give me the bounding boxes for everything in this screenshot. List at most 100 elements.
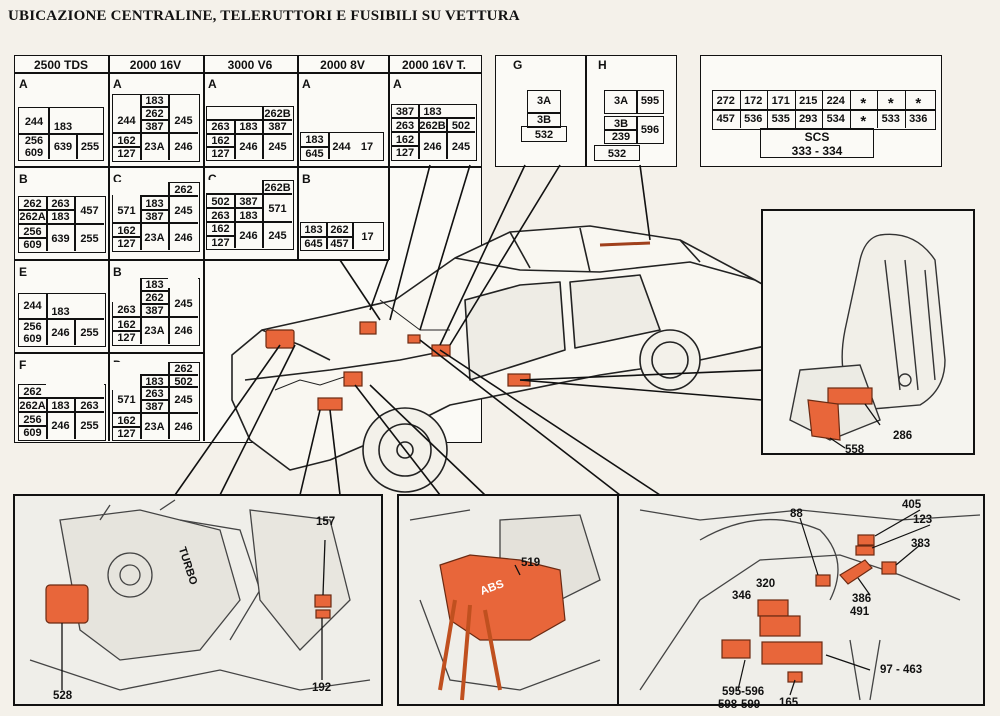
fuse-code: 262B (264, 108, 291, 120)
fuse-code: 262 (330, 224, 349, 236)
fuse-code: 387 (239, 196, 258, 208)
col-header-2000-16v-turbo: 2000 16V T. (401, 58, 467, 72)
callout-386: 386 (852, 593, 872, 605)
section-label-a: A (19, 77, 28, 91)
relay-405 (855, 545, 875, 556)
fuse-code: 162 (117, 415, 136, 427)
fuse-code: 262 (145, 292, 164, 304)
fuse-code: 244 (332, 141, 351, 153)
fuse-code: 502 (211, 196, 230, 208)
fuse-code: 245 (174, 298, 193, 310)
fuse-code: 246 (174, 325, 193, 337)
fuse-code: 183 (305, 134, 324, 146)
fuse-code: 256 (23, 414, 42, 426)
fuse-code: 502 (174, 376, 193, 388)
fuse-code: 262B (419, 120, 446, 132)
callout-123: 123 (913, 514, 933, 526)
section-label-a: A (208, 77, 217, 91)
fuse-code: 183 (51, 400, 70, 412)
fuse-box-code: 457 (716, 113, 735, 125)
fuse-code: 162 (395, 134, 415, 146)
relay-box (636, 116, 664, 144)
scs-box (760, 128, 874, 158)
col-header-2000-8v: 2000 8V (320, 58, 365, 72)
fuse-code: 245 (174, 115, 193, 127)
fuse-code: 609 (24, 147, 44, 159)
fuse-code: 246 (239, 141, 258, 153)
col-header-2500tds: 2500 TDS (33, 58, 89, 72)
fuse-code: 246 (51, 420, 70, 432)
car-component-box (317, 397, 343, 411)
car-component-box (359, 321, 377, 335)
fuse-code: 263 (211, 121, 230, 133)
fuse-code: 183 (53, 121, 73, 133)
fuse-code: 127 (117, 148, 136, 160)
fuse-code: 183 (304, 224, 323, 236)
relay-code: 3A (536, 95, 552, 107)
fuse-code: 183 (145, 95, 164, 107)
relay-box (604, 129, 638, 144)
fuse-code: 127 (117, 238, 136, 250)
fuse-code: 457 (330, 238, 349, 250)
scs-label: SCS (804, 130, 830, 144)
fuse-code: 245 (174, 205, 193, 217)
fuse-code: 263 (211, 210, 230, 222)
fuse-code: 244 (23, 300, 42, 312)
fuse-code: 263 (117, 304, 136, 316)
fuse-box-code: 535 (771, 113, 790, 125)
fuse-box-code: 533 (881, 113, 900, 125)
relay-code: 532 (534, 129, 554, 141)
fuse-code: 246 (239, 230, 258, 242)
fuse-code: 246 (174, 232, 193, 244)
module-97-463 (761, 641, 823, 665)
fuse-code: 23A (144, 141, 165, 153)
col-header-3000-v6: 3000 V6 (227, 58, 273, 72)
fuse-code: 387 (145, 121, 164, 133)
fuse-layout-box (391, 104, 477, 161)
fuse-code: 127 (211, 237, 230, 249)
fuse-box-code: * (915, 95, 922, 112)
fuse-code: 609 (23, 427, 42, 439)
fuse-layout-box (18, 196, 106, 253)
section-label-b: B (302, 172, 311, 186)
fuse-code: 162 (117, 319, 136, 331)
fuse-code: 183 (51, 211, 70, 223)
fuse-code: 245 (268, 141, 287, 153)
relay-88 (815, 574, 831, 587)
relay-code: 3A (613, 95, 629, 107)
relay-box (604, 90, 638, 114)
fuse-code: 262B (264, 182, 291, 194)
fuse-box-code: 215 (799, 95, 818, 107)
fuse-code: 183 (145, 376, 164, 388)
relay-code: 239 (611, 131, 631, 143)
relay-box (527, 112, 561, 128)
fuse-code: 263 (51, 198, 70, 210)
fuse-code: 183 (239, 121, 258, 133)
fuse-code: 645 (304, 238, 323, 250)
seat-module-558 (807, 399, 841, 441)
relay-code: 596 (640, 124, 660, 136)
relay-code: 595 (640, 95, 660, 107)
page-title: UBICAZIONE CENTRALINE, TELERUTTORI E FUS… (8, 8, 520, 24)
module-320 (757, 599, 789, 617)
fuse-layout-box (112, 278, 200, 346)
callout-192: 192 (312, 682, 332, 694)
fuse-box-code: * (887, 95, 894, 112)
section-label-c: C (208, 172, 217, 186)
col-header-2000-16v: 2000 16V (129, 58, 182, 72)
relay-405 (857, 534, 875, 546)
relay-386 (839, 559, 873, 585)
section-label-a: A (302, 77, 311, 91)
abs-unit-519 (439, 554, 566, 641)
fuse-code: 183 (51, 306, 70, 318)
relay-box (604, 116, 638, 131)
fuse-code: 262 (174, 363, 193, 375)
fuse-code: 255 (80, 420, 99, 432)
fuse-code: 262A (19, 211, 46, 223)
section-label-e: E (19, 265, 28, 279)
fuse-code: 262 (23, 198, 42, 210)
fuse-code: 387 (145, 305, 164, 317)
fuse-code: 255 (80, 141, 100, 153)
callout-165: 165 (779, 697, 799, 709)
callout-491: 491 (850, 606, 870, 618)
